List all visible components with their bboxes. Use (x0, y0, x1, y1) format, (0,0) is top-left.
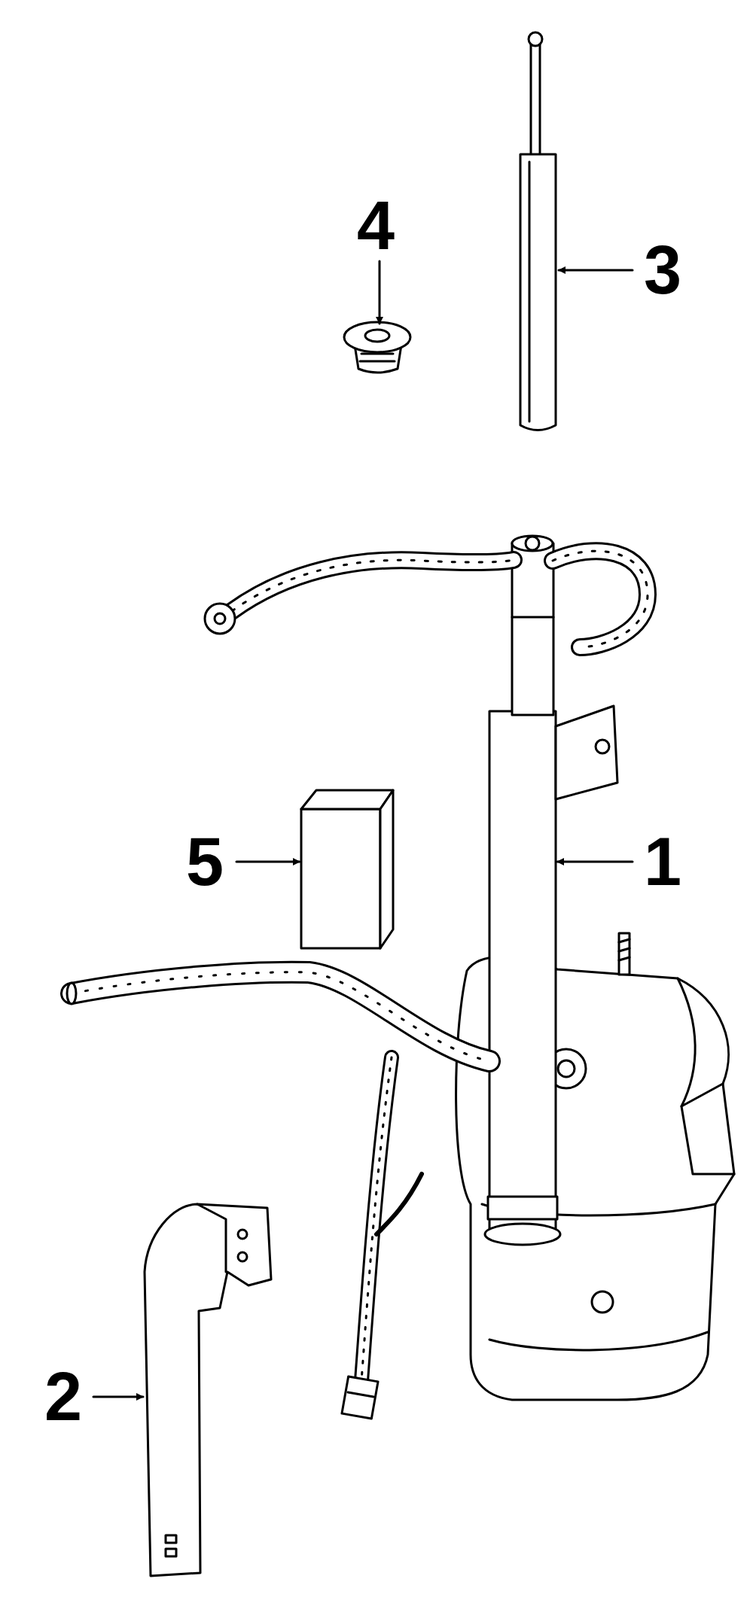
mounting-bracket (144, 1204, 272, 1577)
callout-number: 4 (356, 192, 395, 260)
callout-number: 3 (643, 236, 682, 305)
ground-strap (204, 551, 648, 648)
relay-box (301, 790, 394, 949)
antenna-mast (520, 32, 556, 431)
wiring-harness (67, 972, 490, 1420)
grommet-nut (344, 322, 411, 373)
leader-arrows (93, 261, 633, 1398)
callout-number: 1 (643, 828, 682, 897)
callout-number: 2 (44, 1363, 83, 1432)
callout-number: 5 (185, 828, 224, 897)
